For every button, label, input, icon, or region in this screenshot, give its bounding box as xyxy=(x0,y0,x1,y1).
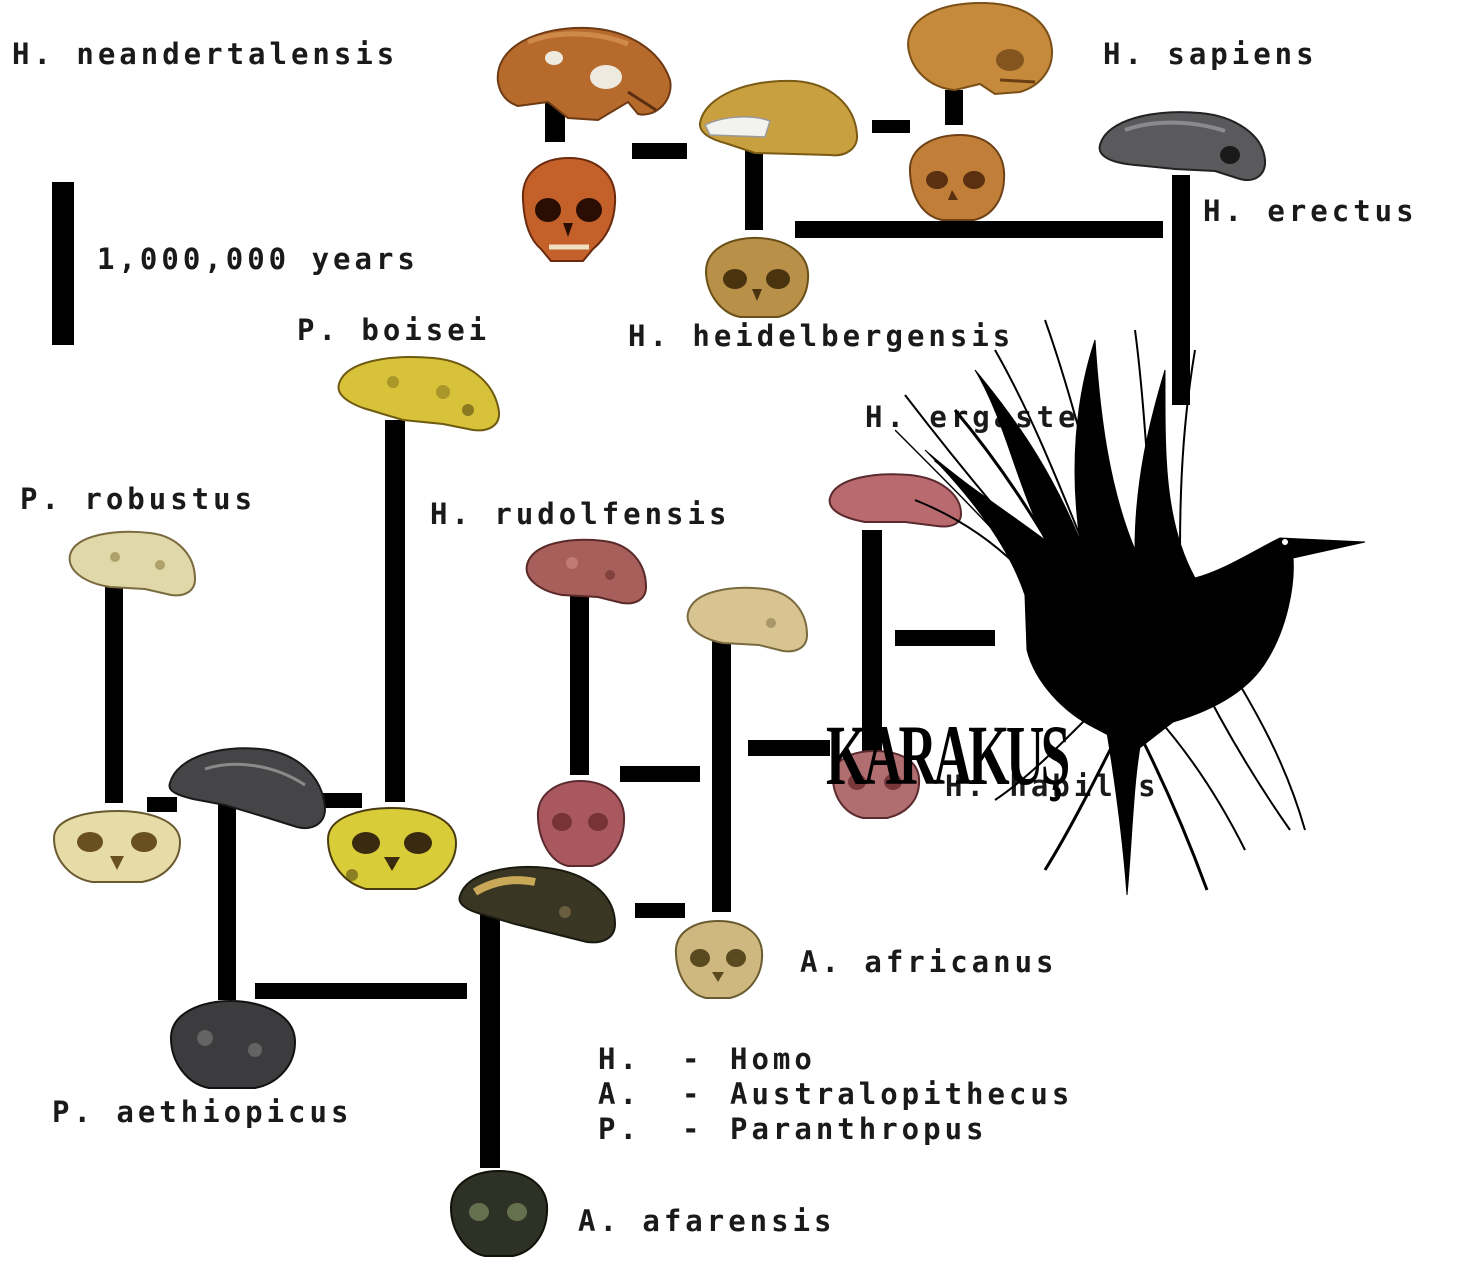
connector xyxy=(385,420,405,802)
label-afarensis: A. afarensis xyxy=(578,1207,836,1236)
connector xyxy=(745,148,763,230)
connector xyxy=(712,635,731,912)
skull-boisei-front xyxy=(322,805,462,893)
crow-icon xyxy=(895,310,1370,900)
connector xyxy=(795,221,1163,238)
legend-abbr: P. xyxy=(598,1115,641,1144)
skull-heidelbergensis xyxy=(700,235,815,320)
connector xyxy=(105,585,123,803)
label-boisei: P. boisei xyxy=(297,316,490,345)
connector xyxy=(480,915,500,1168)
connector xyxy=(635,903,685,918)
label-robustus: P. robustus xyxy=(20,485,256,514)
skull-rudolfensis-front xyxy=(530,778,630,870)
legend-dash: - xyxy=(682,1080,703,1109)
label-africanus: A. africanus xyxy=(800,948,1058,977)
skull-sapiens-archaic xyxy=(902,132,1012,222)
label-scale: 1,000,000 years xyxy=(97,245,419,274)
connector xyxy=(570,578,589,775)
watermark-text: KARAKUŞ xyxy=(826,712,1067,798)
label-aethiopicus: P. aethiopicus xyxy=(52,1098,352,1127)
label-erectus: H. erectus xyxy=(1203,197,1418,226)
legend-dash: - xyxy=(682,1045,703,1074)
skull-erectus xyxy=(1095,105,1270,185)
skull-sapiens xyxy=(900,0,1060,96)
connector xyxy=(748,740,830,756)
legend-genus: Paranthropus xyxy=(730,1115,988,1144)
scale-bar xyxy=(52,182,74,345)
skull-neanderthalensis xyxy=(488,22,678,122)
skull-aethiopicus xyxy=(165,998,300,1092)
legend-abbr: H. xyxy=(598,1045,641,1074)
label-rudolfensis: H. rudolfensis xyxy=(430,500,730,529)
connector xyxy=(620,766,700,782)
skull-afarensis-side xyxy=(455,862,620,947)
skull-robustus xyxy=(65,527,200,599)
legend-genus: Homo xyxy=(730,1045,816,1074)
skull-robustus-front xyxy=(48,808,186,886)
connector xyxy=(632,143,687,159)
legend-abbr: A. xyxy=(598,1080,641,1109)
connector xyxy=(255,983,467,999)
skull-aethiopicus-top xyxy=(165,743,330,833)
skull-africanus-upper xyxy=(683,583,811,655)
label-neanderthalensis: H. neandertalensis xyxy=(12,40,398,69)
legend-genus: Australopithecus xyxy=(730,1080,1073,1109)
skull-rudolfensis xyxy=(522,535,650,607)
legend-dash: - xyxy=(682,1115,703,1144)
skull-africanus xyxy=(668,918,768,1000)
label-sapiens: H. sapiens xyxy=(1103,40,1318,69)
skull-afarensis xyxy=(445,1168,553,1260)
skull-neanderthalensis-front xyxy=(513,155,623,265)
skull-boisei xyxy=(333,352,505,434)
skull-heidelbergensis-upper xyxy=(695,75,865,160)
crow-eye xyxy=(1282,539,1288,545)
